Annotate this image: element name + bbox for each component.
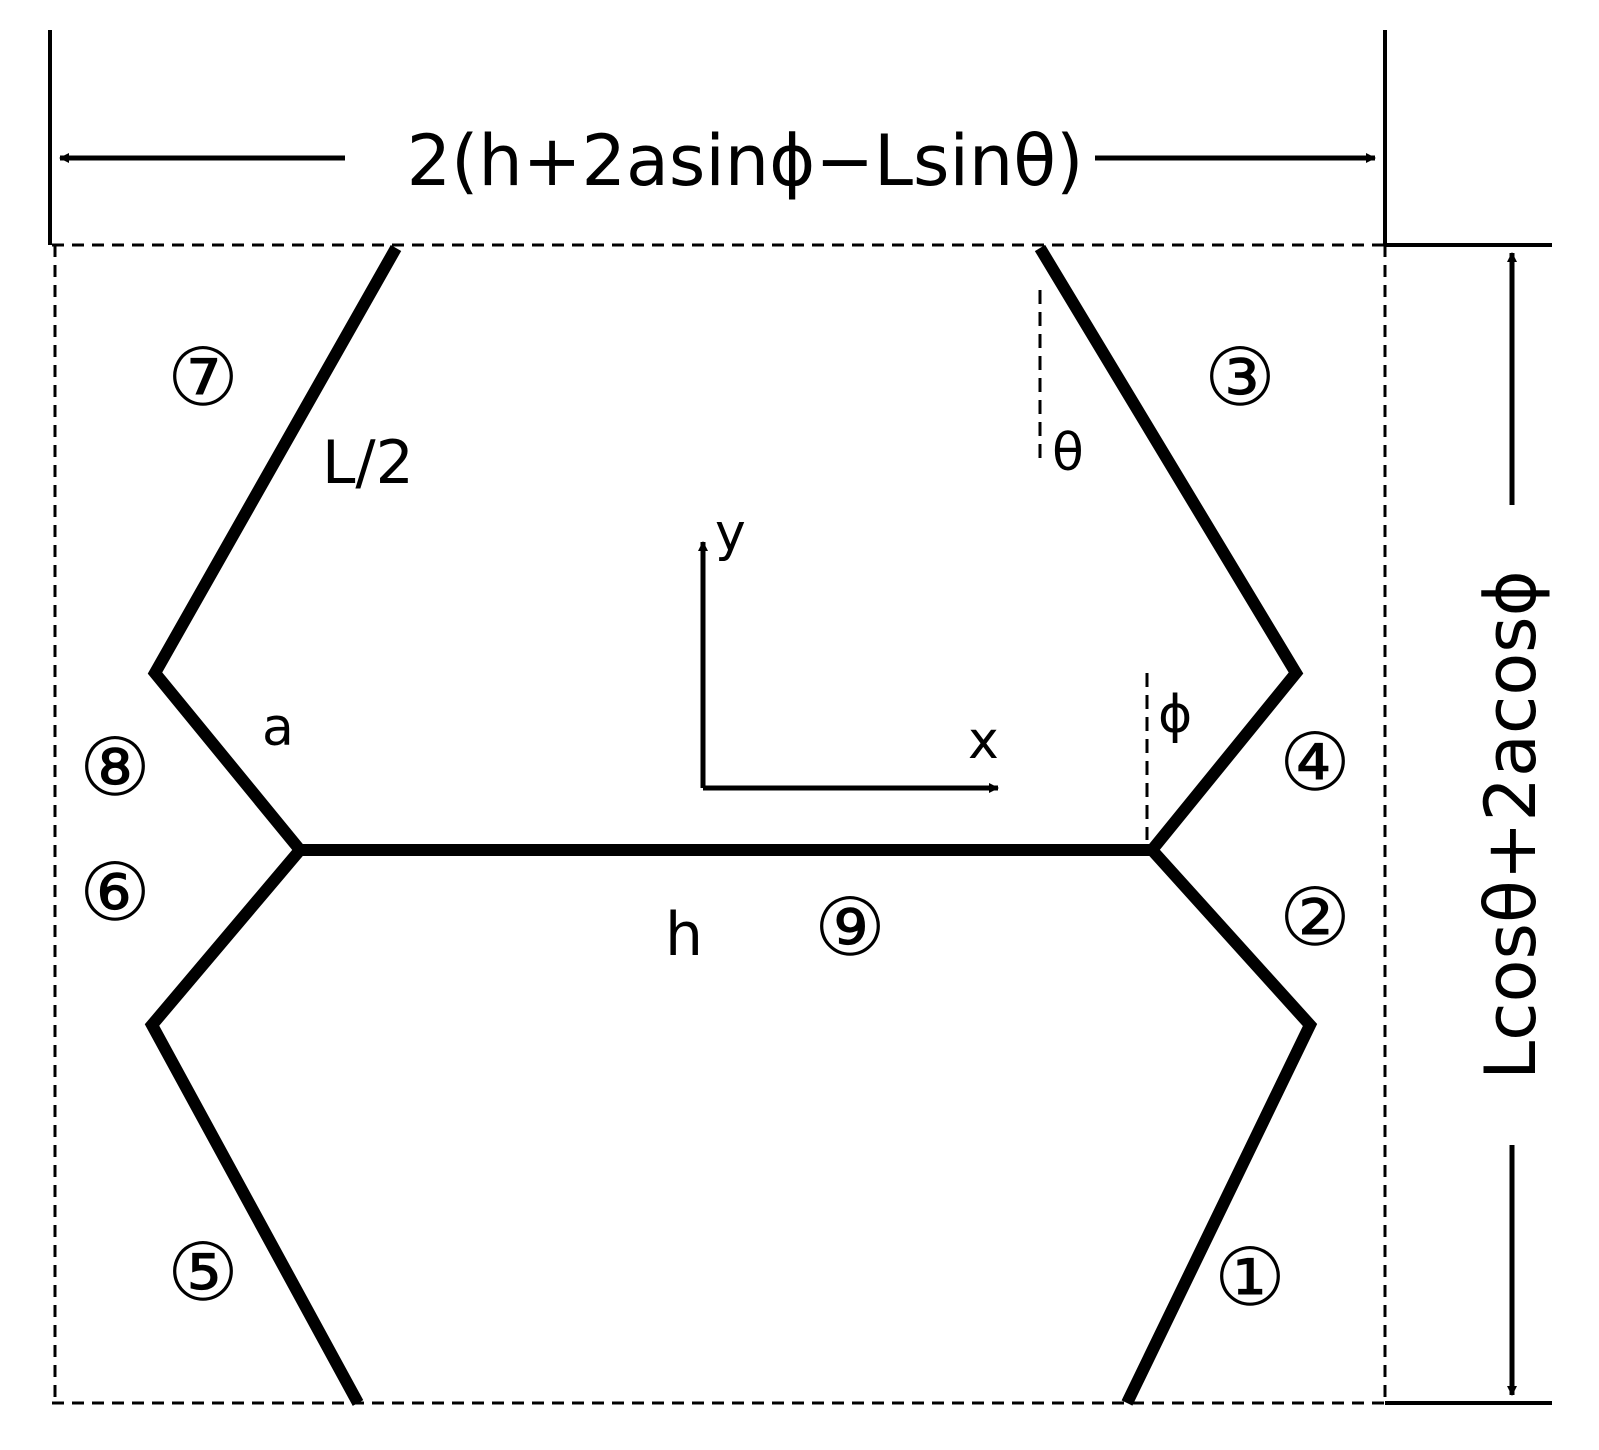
upper-right-walls (1034, 244, 1304, 854)
extension-lines (48, 30, 1552, 1405)
cell-walls (144, 244, 1318, 1406)
member-label-6: ⑥ (79, 846, 151, 939)
phi-label: ϕ (1158, 685, 1192, 745)
theta-label: θ (1052, 423, 1084, 483)
member-label-9: ⑨ (814, 881, 886, 974)
h-label: h (665, 900, 703, 970)
y-axis-label: y (715, 503, 746, 563)
member-label-1: ① (1214, 1231, 1286, 1324)
unit-cell-boundary (52, 243, 1387, 1405)
width-dimension-label: 2(h+2asinϕ−Lsinθ) (407, 120, 1084, 202)
member-label-2: ② (1279, 871, 1351, 964)
x-axis-label: x (968, 711, 999, 771)
a-label: a (262, 698, 294, 758)
coordinate-axes (698, 541, 999, 793)
member-label-7: ⑦ (167, 331, 239, 424)
half-length-label: L/2 (322, 428, 414, 498)
member-labels: ① ② ③ ④ ⑤ ⑥ ⑦ ⑧ ⑨ (79, 331, 1351, 1324)
upper-left-walls (147, 245, 402, 854)
angle-reference-lines (1038, 290, 1149, 840)
member-label-8: ⑧ (79, 721, 151, 814)
height-dimension-label: Lcosθ+2acosϕ (1470, 570, 1552, 1080)
lower-left-walls (144, 846, 364, 1406)
member-label-5: ⑤ (167, 1226, 239, 1319)
lower-right-walls (1121, 845, 1318, 1406)
member-label-3: ③ (1204, 331, 1276, 424)
member-label-4: ④ (1279, 716, 1351, 809)
